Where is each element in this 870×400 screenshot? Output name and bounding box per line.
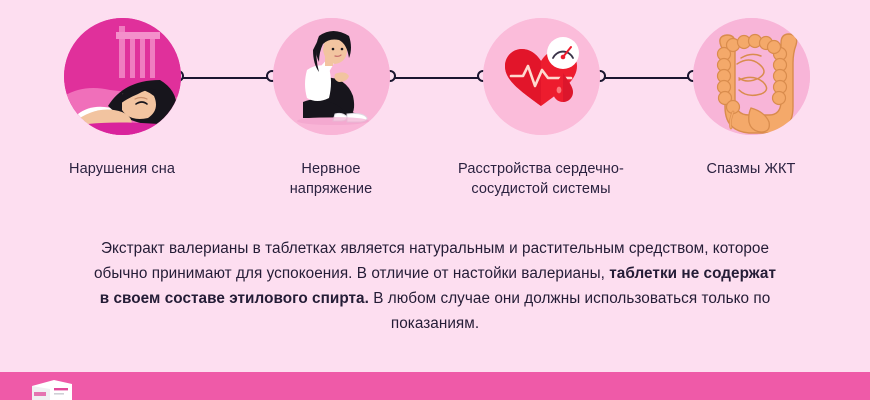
paragraph-bold: таблетки не содержат в своем составе эти… [99,265,776,307]
step-label: Нарушения сна [69,161,175,177]
step-label-line1: Расстройства сердечно- [458,161,624,177]
connector-line [601,77,692,79]
connector-line [391,77,482,79]
step-label-line2: сосудистой системы [471,181,611,197]
step-label: Расстройства сердечно- сосудистой систем… [436,159,646,199]
symptom-steps-row: Нарушения сна [17,18,856,199]
sleeping-woman-icon [63,18,181,135]
step-label-line2: напряжение [289,181,373,197]
bottom-banner [0,372,870,400]
step-label-line1: Нервное [301,161,361,177]
heart-pulse-icon [482,18,600,135]
paragraph-part-2: В любом случае они должны использоваться… [368,290,771,332]
medicine-box-icon [30,378,74,400]
description-paragraph: Экстракт валерианы в таблетках является … [88,236,782,336]
step-label: Нервное напряжение [226,159,436,199]
stressed-woman-icon [272,18,390,135]
paragraph-part-1: Экстракт валерианы в таблетках является … [93,240,770,282]
intestines-icon [692,18,810,135]
step-gi-spasms: Спазмы ЖКТ [646,18,856,179]
step-nervous-tension: Нервное напряжение [226,18,436,199]
step-cardiovascular-disorders: Расстройства сердечно- сосудистой систем… [436,18,646,199]
step-sleep-disorders: Нарушения сна [17,18,227,179]
step-label: Спазмы ЖКТ [706,161,796,177]
connector-line [179,77,271,79]
